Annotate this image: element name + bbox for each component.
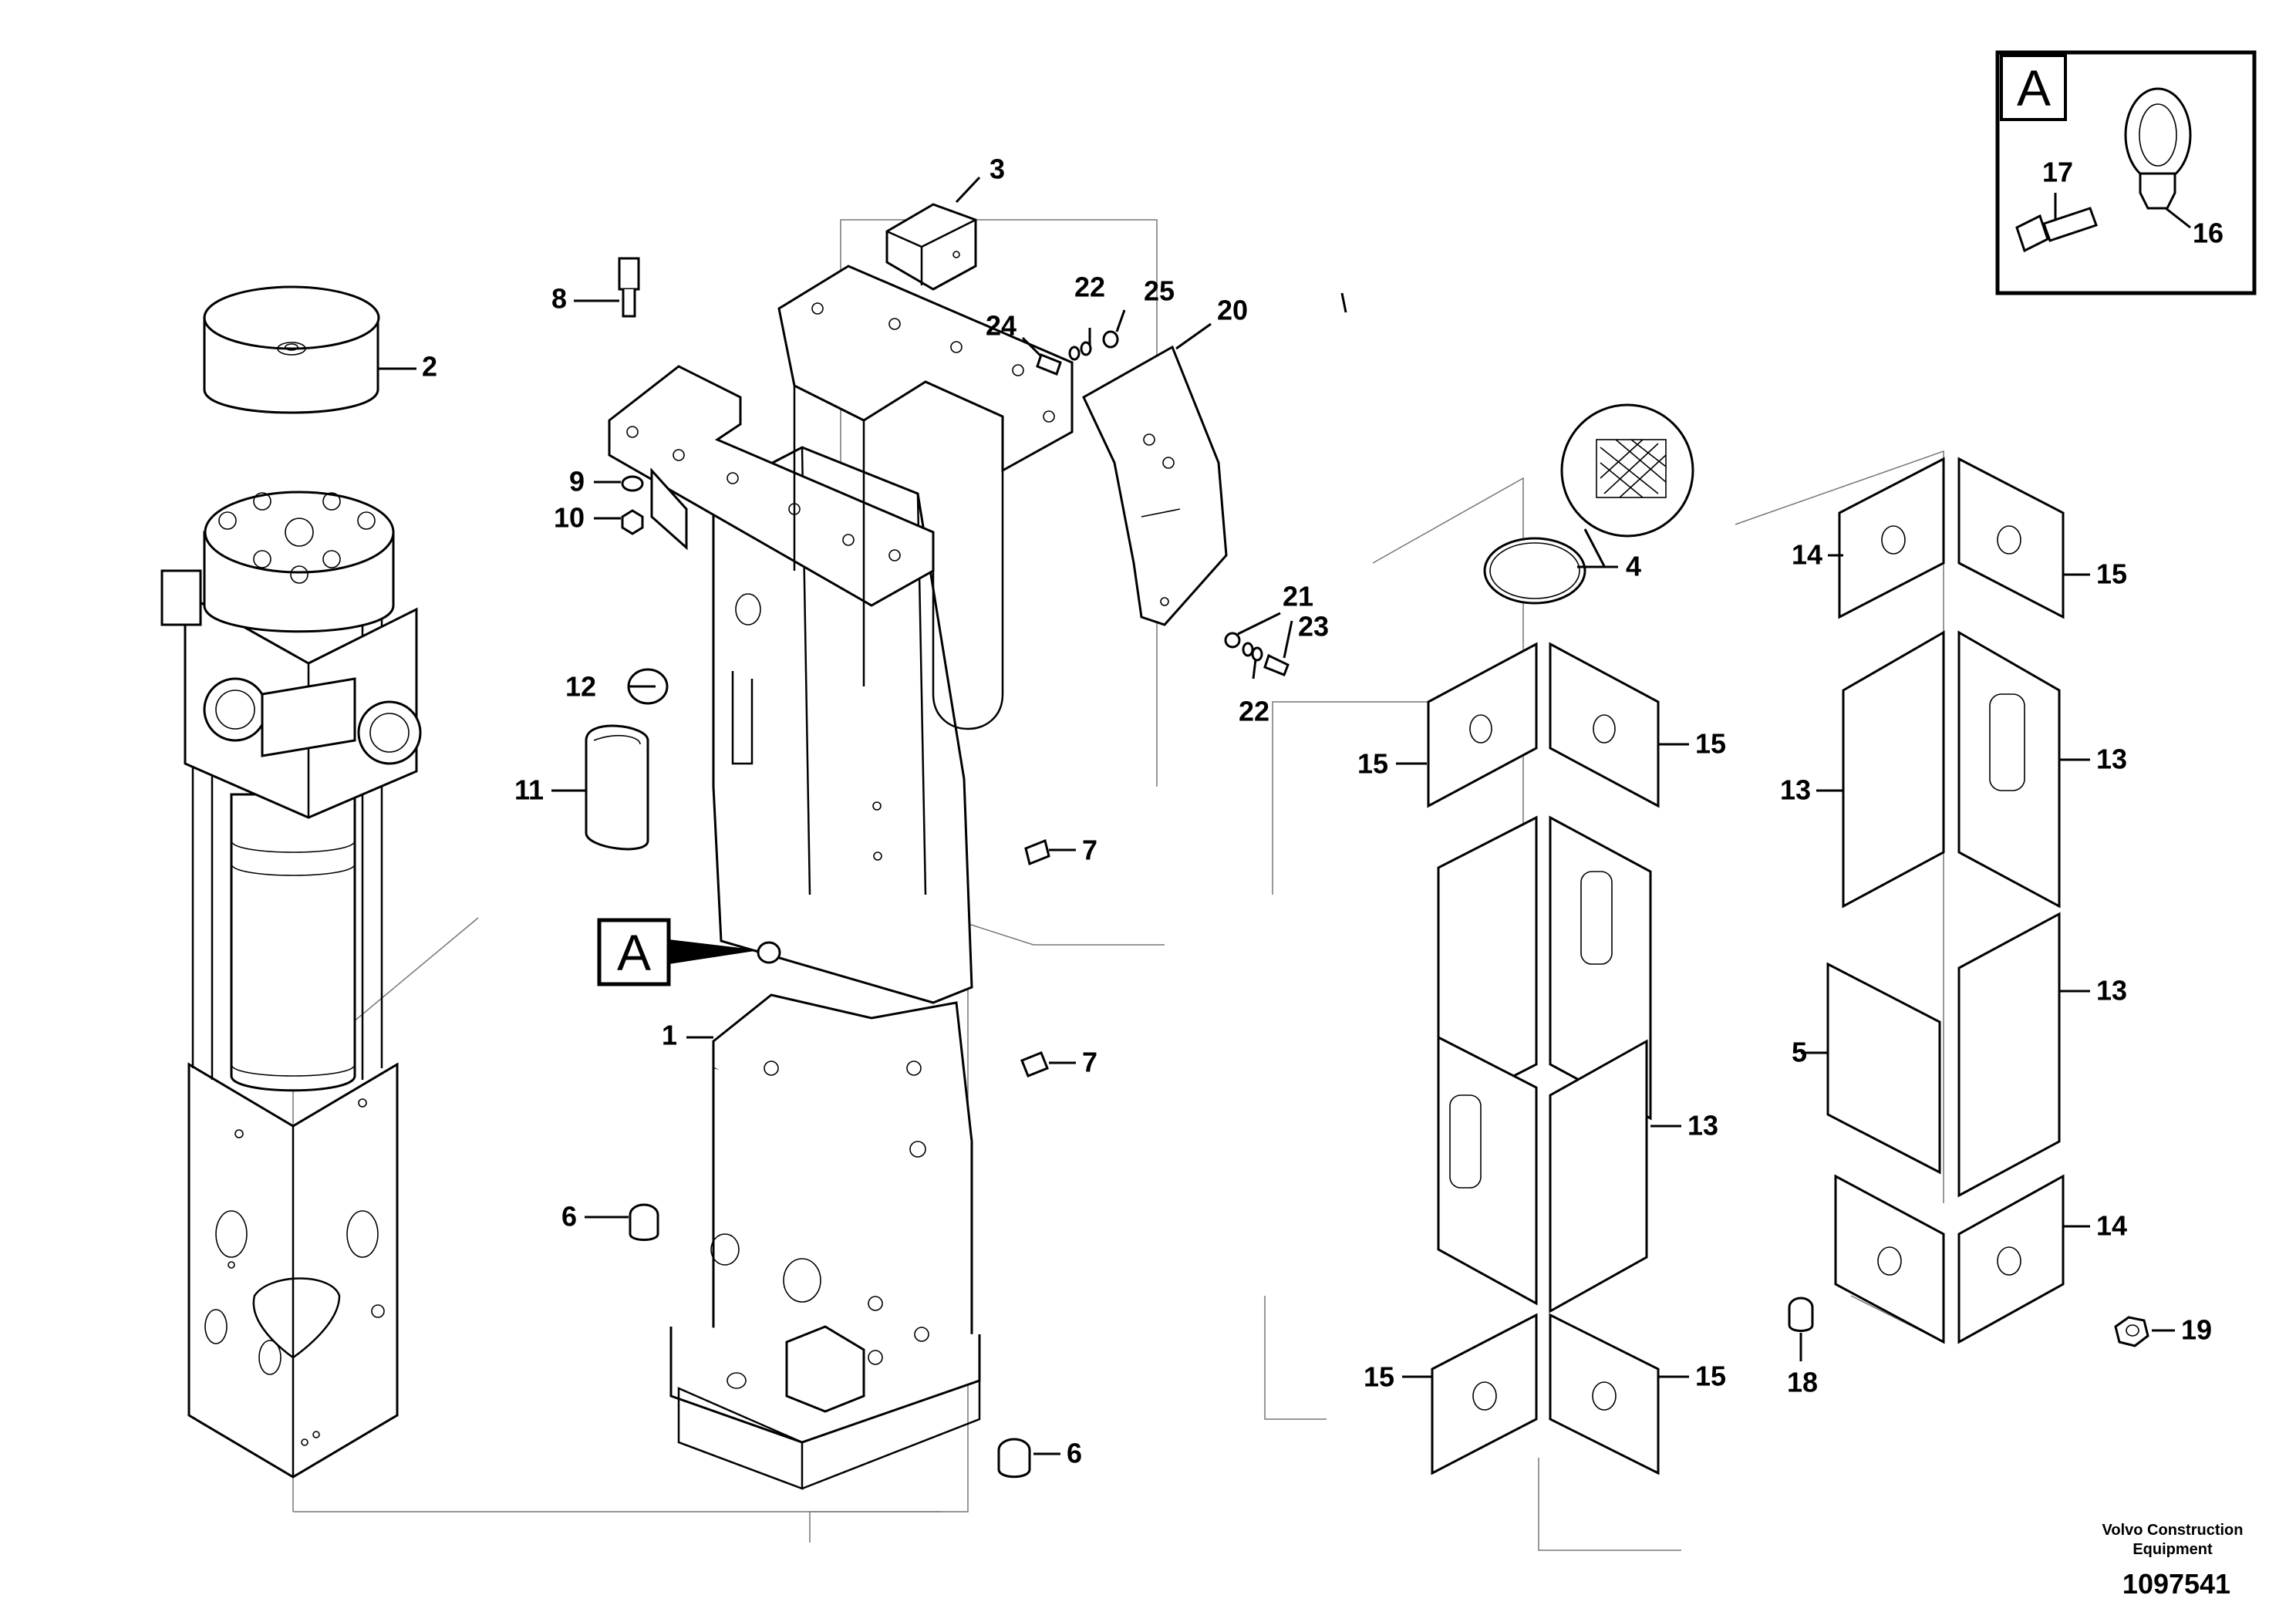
callout-23: 23 [1298, 611, 1329, 642]
callout-18: 18 [1787, 1367, 1818, 1398]
callout-14-upper: 14 [1792, 539, 1822, 571]
callout-13-right-upper: 13 [2096, 744, 2127, 775]
callout-labels: 1 2 3 4 5 6 6 7 7 8 9 10 11 12 13 13 13 … [422, 153, 2224, 1469]
callout-25: 25 [1144, 275, 1175, 307]
callout-10: 10 [554, 502, 585, 534]
callout-4: 4 [1626, 551, 1641, 582]
callout-15-upper-left: 15 [1357, 748, 1388, 780]
callout-16: 16 [2193, 218, 2224, 249]
wear-plates-set-a [1427, 642, 1660, 1475]
callout-13-mid: 13 [1687, 1110, 1718, 1141]
callout-15-lower-right: 15 [1695, 1361, 1726, 1392]
callout-14-lower: 14 [2096, 1210, 2127, 1242]
part-6-bushing-lower [997, 1438, 1031, 1479]
callout-5: 5 [1792, 1037, 1807, 1068]
callout-17: 17 [2042, 157, 2073, 188]
part-18-nut [1788, 1297, 1814, 1332]
callout-8: 8 [551, 283, 567, 315]
part-6-bushing-upper [629, 1203, 659, 1241]
callout-11: 11 [514, 774, 544, 806]
callout-22-lower: 22 [1239, 696, 1269, 727]
callout-7-upper: 7 [1082, 835, 1097, 866]
company-name-line1: Volvo Construction [2102, 1522, 2244, 1539]
part-19-nut [2114, 1316, 2149, 1347]
part-4-seal-ring [1483, 403, 1694, 605]
wear-plates-set-b [1826, 457, 2065, 1344]
callout-12: 12 [565, 671, 596, 703]
part-7-plug-lower [1020, 1051, 1049, 1077]
callout-6-upper: 6 [561, 1201, 577, 1233]
part-2-cap [203, 285, 380, 414]
callout-7-lower: 7 [1082, 1047, 1097, 1078]
callout-20: 20 [1217, 295, 1248, 326]
part-1-housing [608, 265, 1074, 1490]
cylinder-assembly [160, 491, 422, 1479]
callout-15-lower-left: 15 [1364, 1361, 1394, 1393]
callout-15-top-right: 15 [2096, 558, 2127, 590]
callout-19: 19 [2181, 1314, 2212, 1346]
callout-21: 21 [1283, 581, 1313, 612]
callout-9: 9 [569, 466, 585, 497]
part-10-nut [621, 509, 644, 535]
detail-marker-a: A [617, 924, 651, 981]
inset-marker-a: A [2017, 59, 2051, 116]
callout-22-upper: 22 [1074, 271, 1105, 303]
company-name-line2: Equipment [2132, 1541, 2213, 1558]
drawing-footer: Volvo Construction Equipment 1097541 [2102, 1522, 2244, 1600]
callout-24: 24 [986, 310, 1017, 342]
detail-a-inset-frame: A [1995, 50, 2257, 295]
part-9-washer [621, 475, 644, 492]
callout-15-upper-right: 15 [1695, 728, 1726, 760]
parts-21-22-23-fasteners [1224, 632, 1290, 676]
drawing-number: 1097541 [2122, 1568, 2230, 1600]
detail-a-marker: A [597, 918, 760, 986]
leader-lines [378, 176, 2191, 1455]
parts-22-24-25-fasteners [1036, 330, 1119, 376]
callout-13-left: 13 [1780, 774, 1811, 806]
callout-1: 1 [662, 1020, 677, 1051]
part-20-bracket [1082, 345, 1228, 626]
callout-13-right-lower: 13 [2096, 975, 2127, 1007]
callout-6-lower: 6 [1067, 1438, 1082, 1469]
part-3-buffer [885, 203, 977, 291]
part-11-pad [585, 724, 649, 851]
part-7-plug-upper [1024, 838, 1050, 866]
part-8-bolt [618, 257, 640, 318]
callout-3: 3 [990, 153, 1005, 185]
callout-2: 2 [422, 351, 437, 383]
